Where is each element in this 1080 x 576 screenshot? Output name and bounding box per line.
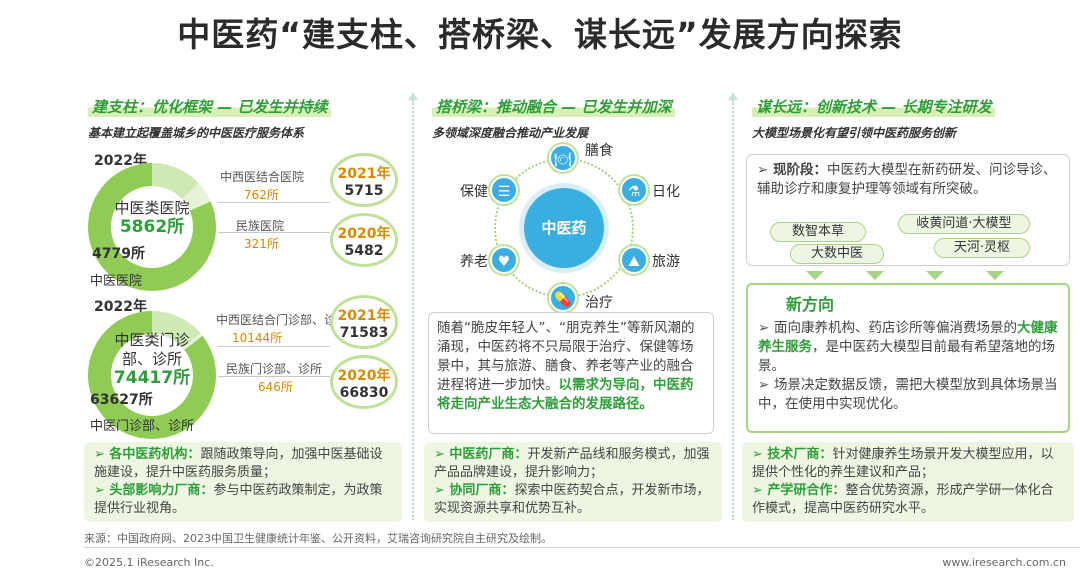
col3-bullet-1: ➢ 技术厂商：针对健康养生场景开发大模型应用，以提供个性化的养生建议和产品；: [752, 447, 1054, 480]
daily-chemical-icon: ⚗: [620, 176, 648, 204]
col2-paragraph: 随着“脆皮年轻人”、“朋克养生”等新风潮的涌现，中医药将不只局限于治疗、保健等场…: [437, 320, 695, 393]
column-divider-2: [732, 100, 734, 520]
column-divider-1: [412, 100, 414, 520]
connector-line: [218, 346, 330, 347]
ethnic-hospital-value: 321所: [244, 237, 279, 251]
col1-bottom-box: ➢ 各中医药机构：跟随政策导向，加强中医基础设施建设，提升中医药服务质量； ➢ …: [84, 442, 402, 522]
hospital-donut-hole: [111, 186, 193, 268]
source-note: 来源：中国政府网、2023中国卫生健康统计年鉴、公开资料，艾瑞咨询研究院自主研究…: [84, 532, 552, 545]
pill-model-1: 数智本草: [770, 222, 866, 242]
treatment-icon: 💊: [549, 284, 577, 312]
col2-paragraph-box: 随着“脆皮年轻人”、“朋克养生”等新风潮的涌现，中医药将不只局限于治疗、保健等场…: [428, 312, 714, 434]
integrated-clinic-label: 中西医结合门诊部、诊所: [216, 313, 349, 327]
new-direction-bullet-2: ➢ 场景决定数据反馈，需把大模型放到具体场景当中，在使用中实现优化。: [758, 377, 1058, 412]
connector-line: [218, 232, 330, 233]
col1-bullet-2: ➢ 头部影响力厂商：参与中医药政策制定，为政策提供行业视角。: [94, 483, 383, 516]
tcm-clinic-label: 中医门诊部、诊所: [90, 419, 195, 434]
integrated-hospital-label: 中西医结合医院: [220, 170, 305, 184]
divider-arrow-2: [728, 92, 738, 100]
down-arrow-icon: [926, 271, 944, 280]
integrated-clinic-value: 10144所: [232, 331, 283, 345]
col2-subheading: 多领域深度融合推动产业发展: [432, 126, 589, 140]
elderly-care-icon: ♥: [490, 246, 518, 274]
col2-heading: 搭桥梁：推动融合 — 已发生并加深: [432, 96, 676, 117]
col2-paragraph-highlight: 以需求为导向，中医药将走向产业生态大融合的发展路径。: [437, 377, 694, 412]
pill-model-2: 岐黄问道·大模型: [898, 214, 1030, 234]
col2-bullet-2: ➢ 协同厂商：探索中医药契合点，开发新市场，实现资源共享和优势互补。: [434, 483, 710, 516]
clinic-center-label: 中医类门诊部、诊所 74417所: [113, 331, 191, 388]
connector-line: [218, 376, 330, 377]
food-icon: 🍽: [549, 144, 577, 172]
fusion-center: 中医药: [524, 188, 604, 268]
node-label-travel: 旅游: [652, 254, 680, 270]
divider-arrow-1: [408, 92, 418, 100]
health-care-icon: ☰: [490, 176, 518, 204]
pill-model-4: 天河·灵枢: [934, 238, 1030, 258]
page-title: 中医药“建支柱、搭桥梁、谋长远”发展方向探索: [177, 15, 903, 54]
hospital-2021-badge: 2021年 5715: [330, 153, 398, 207]
col1-heading: 建支柱：优化框架 — 已发生并持续: [88, 96, 332, 117]
connector-line: [218, 202, 330, 203]
new-direction-title: 新方向: [786, 295, 835, 314]
col3-heading: 谋长远：创新技术 — 长期专注研发: [752, 96, 996, 117]
new-direction-bullet-1: ➢ 面向康养机构、药店诊所等偏消费场景的大健康养生服务，是中医药大模型目前最有希…: [758, 320, 1058, 374]
node-label-treat: 治疗: [585, 295, 613, 311]
clinic-2020-badge: 2020年 66830: [330, 355, 398, 409]
down-arrow-icon: [866, 271, 884, 280]
website-link[interactable]: www.iresearch.com.cn: [942, 556, 1066, 569]
col3-subheading: 大模型场景化有望引领中医药服务创新: [752, 126, 957, 140]
tcm-clinic-value: 63627所: [90, 392, 153, 408]
node-label-health: 保健: [460, 184, 488, 200]
tcm-hospital-value: 4779所: [92, 246, 145, 262]
travel-icon: ⛰: [620, 246, 648, 274]
pill-model-3: 大数中医: [790, 244, 884, 264]
copyright: ©2025.1 iResearch Inc.: [84, 556, 214, 569]
hospital-2020-badge: 2020年 5482: [330, 213, 398, 267]
tcm-hospital-label: 中医医院: [90, 274, 143, 289]
ethnic-hospital-label: 民族医院: [236, 219, 285, 233]
down-arrow-icon: [986, 271, 1004, 280]
footer-divider: [84, 547, 1080, 548]
hospital-center-label: 中医类医院 5862所: [114, 199, 190, 237]
ethnic-clinic-label: 民族门诊部、诊所: [226, 362, 323, 376]
node-label-elder: 养老: [460, 254, 488, 270]
node-label-daily: 日化: [652, 184, 680, 200]
node-label-food: 膳食: [585, 143, 613, 159]
down-arrow-icon: [806, 271, 824, 280]
new-direction-box: 新方向 ➢ 面向康养机构、药店诊所等偏消费场景的大健康养生服务，是中医药大模型目…: [746, 283, 1070, 433]
integrated-hospital-value: 762所: [244, 188, 279, 202]
col3-bullet-2: ➢ 产学研合作：整合优势资源，形成产学研一体化合作模式，提高中医药研究水平。: [752, 483, 1054, 516]
clinic-donut-hole: [111, 334, 193, 416]
col1-bullet-1: ➢ 各中医药机构：跟随政策导向，加强中医基础设施建设，提升中医药服务质量；: [94, 447, 383, 480]
clinic-year: 2022年: [94, 299, 147, 315]
clinic-2021-badge: 2021年 71583: [330, 295, 398, 349]
col1-subheading: 基本建立起覆盖城乡的中医医疗服务体系: [88, 126, 305, 140]
col3-bottom-box: ➢ 技术厂商：针对健康养生场景开发大模型应用，以提供个性化的养生建议和产品； ➢…: [742, 442, 1074, 522]
col2-bottom-box: ➢ 中医药厂商：开发新产品线和服务模式，加强产品品牌建设，提升影响力； ➢ 协同…: [424, 442, 722, 522]
col2-bullet-1: ➢ 中医药厂商：开发新产品线和服务模式，加强产品品牌建设，提升影响力；: [434, 447, 710, 480]
ethnic-clinic-value: 646所: [258, 380, 293, 394]
current-stage-text: ➢ 现阶段：中医药大模型在新药研发、问诊导诊、辅助诊疗和康复护理等领域有所突破。: [757, 162, 1057, 197]
